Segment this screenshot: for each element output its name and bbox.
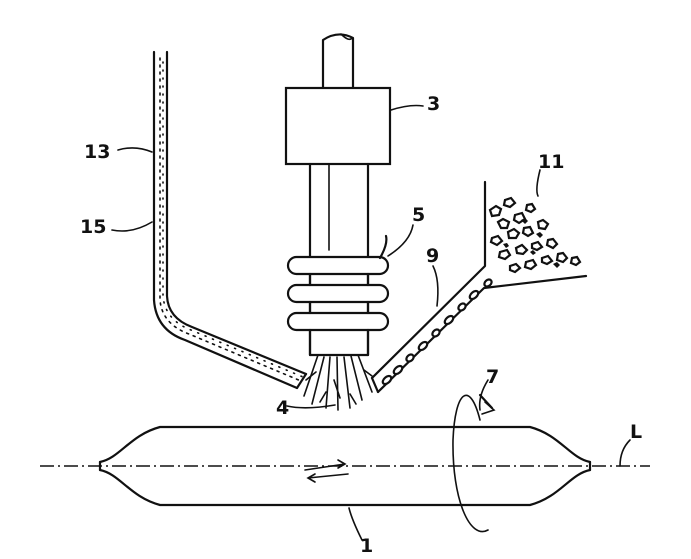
feed-pellets [381, 278, 493, 386]
torch-assembly [284, 33, 392, 357]
granular-pile [488, 196, 582, 274]
leader-lines [111, 104, 631, 541]
label-15: 15 [80, 216, 106, 238]
label-1: 1 [360, 535, 373, 557]
induction-coil [286, 234, 390, 357]
left-feed-tube [152, 50, 308, 390]
label-9: 9 [426, 245, 439, 267]
torch-shaft [321, 33, 355, 90]
label-7: 7 [486, 366, 499, 388]
label-L: L [630, 421, 642, 443]
torch-head-block [284, 86, 392, 166]
rotation-arrow [452, 393, 496, 533]
label-5: 5 [412, 204, 425, 226]
right-feed-hopper [370, 180, 588, 394]
label-13: 13 [84, 141, 110, 163]
reference-numerals: 13 15 3 5 11 9 4 7 L 1 [80, 93, 642, 557]
label-3: 3 [427, 93, 440, 115]
label-11: 11 [538, 151, 564, 173]
label-4: 4 [276, 397, 289, 419]
plasma-flame [303, 354, 373, 411]
